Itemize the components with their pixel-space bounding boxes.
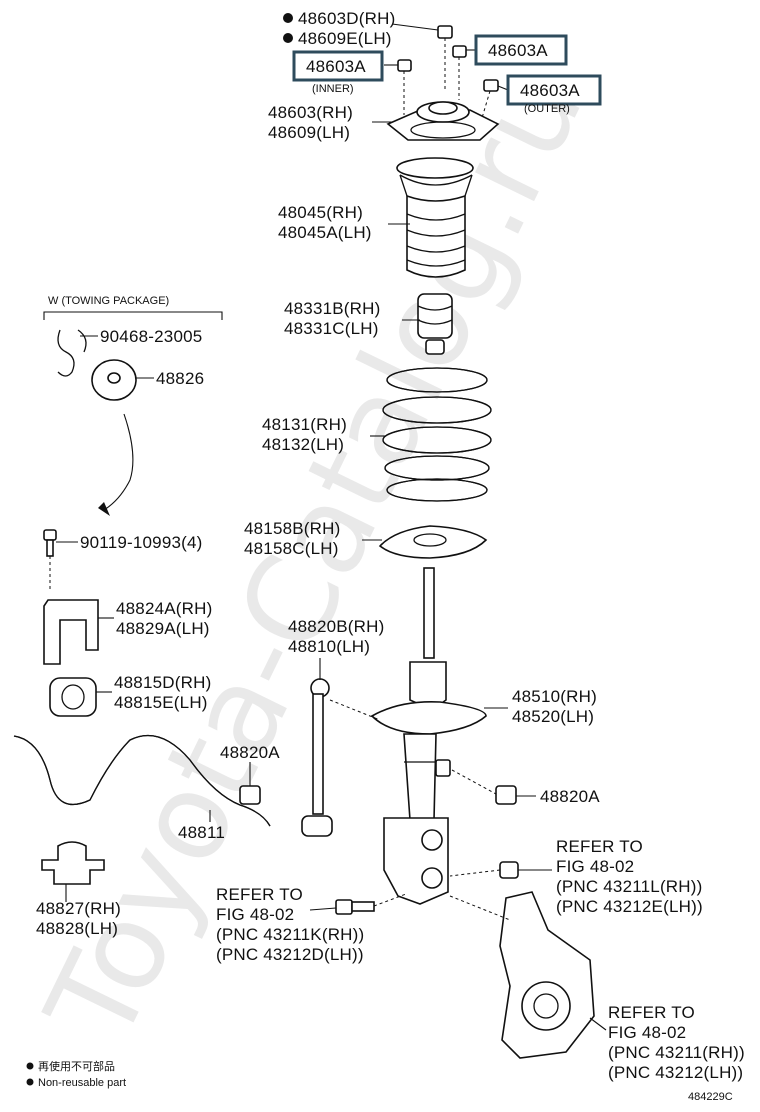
label-clip: 90468-23005 — [100, 327, 202, 346]
refer-knuckle-line-2: FIG 48-02 — [608, 1023, 686, 1042]
label-inner-caption: (INNER) — [312, 83, 354, 95]
stabilizer-washer — [91, 359, 137, 401]
figure-id: 484229C — [688, 1091, 733, 1103]
label-bushing-lh: 48815E(LH) — [114, 693, 208, 712]
refer-bolt-line-2: FIG 48-02 — [216, 905, 294, 924]
label-bushing-rh: 48815D(RH) — [114, 673, 211, 692]
refer-nut-block: REFER TO FIG 48-02 (PNC 43211L(RH)) (PNC… — [556, 837, 703, 916]
steering-knuckle — [449, 891, 595, 1059]
label-clamp-rh: 48827(RH) — [36, 899, 121, 918]
legend-dot-en — [26, 1078, 34, 1086]
refer-knuckle-block: REFER TO FIG 48-02 (PNC 43211(RH)) (PNC … — [608, 1003, 745, 1082]
top-nut-outer — [481, 79, 499, 119]
label-box-outer — [506, 74, 602, 106]
top-nut-inner — [397, 59, 412, 115]
label-bracket-lh: 48829A(LH) — [116, 619, 210, 638]
label-boot-rh: 48045(RH) — [278, 203, 363, 222]
retaining-clip — [57, 329, 87, 377]
refer-nut-line-4: (PNC 43212E(LH)) — [556, 897, 703, 916]
label-box-top — [474, 34, 568, 66]
label-insulator-lh: 48158C(LH) — [244, 539, 339, 558]
label-link-lh: 48810(LH) — [288, 637, 370, 656]
bump-stopper — [417, 293, 453, 355]
stabilizer-link — [301, 678, 381, 837]
refer-bolt-line-1: REFER TO — [216, 885, 303, 904]
label-bump-lh: 48331C(LH) — [284, 319, 379, 338]
label-top-nut: 48603A — [488, 41, 548, 60]
label-bump-rh: 48331B(RH) — [284, 299, 381, 318]
towing-package-bracket — [43, 311, 223, 320]
label-strut-rh: 48510(RH) — [512, 687, 597, 706]
label-outer-caption: (OUTER) — [524, 103, 570, 115]
knuckle-bolt — [335, 893, 407, 915]
label-link-nut-left: 48820A — [220, 743, 280, 762]
refer-bolt-block: REFER TO FIG 48-02 (PNC 43211K(RH)) (PNC… — [216, 885, 364, 964]
label-boot-lh: 48045A(LH) — [278, 223, 372, 242]
dust-boot — [396, 157, 474, 278]
label-stabilizer: 48811 — [178, 823, 225, 842]
refer-bolt-line-4: (PNC 43212D(LH)) — [216, 945, 364, 964]
label-washer: 48826 — [156, 369, 204, 388]
refer-knuckle-line-4: (PNC 43212(LH)) — [608, 1063, 743, 1082]
towing-arrow-head — [98, 502, 110, 516]
coil-spring — [382, 367, 492, 502]
strut-mount — [386, 101, 500, 141]
towing-arrow — [103, 413, 134, 511]
stabilizer-clamp — [41, 841, 105, 885]
refer-knuckle-line-3: (PNC 43211(RH)) — [608, 1043, 745, 1062]
label-bracket-rh: 48824A(RH) — [116, 599, 213, 618]
legend-ja: 再使用不可部品 — [38, 1059, 115, 1073]
shock-absorber — [370, 567, 487, 905]
label-mount-lh: 48609(LH) — [268, 123, 350, 142]
knuckle-nut — [449, 861, 519, 879]
label-spring-rh: 48131(RH) — [262, 415, 347, 434]
label-spring-lh: 48132(LH) — [262, 435, 344, 454]
non-reusable-mark-rh — [283, 13, 293, 23]
refer-nut-line-2: FIG 48-02 — [556, 857, 634, 876]
label-mount-rh: 48603(RH) — [268, 103, 353, 122]
stabilizer-bracket — [43, 599, 99, 665]
legend-en: Non-reusable part — [38, 1077, 126, 1089]
label-inner-nut: 48603A — [306, 57, 366, 76]
refer-nut-line-1: REFER TO — [556, 837, 643, 856]
stabilizer-bar — [13, 734, 271, 827]
link-nut-right — [451, 769, 517, 805]
label-bolt: 90119-10993(4) — [80, 533, 203, 552]
refer-nut-line-3: (PNC 43211L(RH)) — [556, 877, 702, 896]
spring-insulator — [378, 525, 488, 559]
towing-package-title: W (TOWING PACKAGE) — [48, 295, 169, 307]
label-strut-lh: 48520(LH) — [512, 707, 594, 726]
label-clamp-lh: 48828(LH) — [36, 919, 118, 938]
top-nut-upper — [452, 45, 467, 100]
leader-lines — [56, 23, 607, 1031]
refer-bolt-line-3: (PNC 43211K(RH)) — [216, 925, 364, 944]
label-nut-rh: 48603D(RH) — [298, 9, 395, 28]
stabilizer-bushing — [49, 677, 97, 717]
label-insulator-rh: 48158B(RH) — [244, 519, 341, 538]
top-nut-center — [437, 25, 453, 92]
label-outer-nut: 48603A — [520, 81, 580, 100]
label-nut-lh: 48609E(LH) — [298, 29, 392, 48]
label-link-rh: 48820B(RH) — [288, 617, 385, 636]
link-nut-left — [239, 785, 261, 805]
bracket-bolt — [43, 529, 57, 592]
label-box-inner — [292, 50, 384, 82]
non-reusable-mark-lh — [283, 33, 293, 43]
label-link-nut-right: 48820A — [540, 787, 600, 806]
legend-dot-ja — [26, 1062, 34, 1070]
refer-knuckle-line-1: REFER TO — [608, 1003, 695, 1022]
